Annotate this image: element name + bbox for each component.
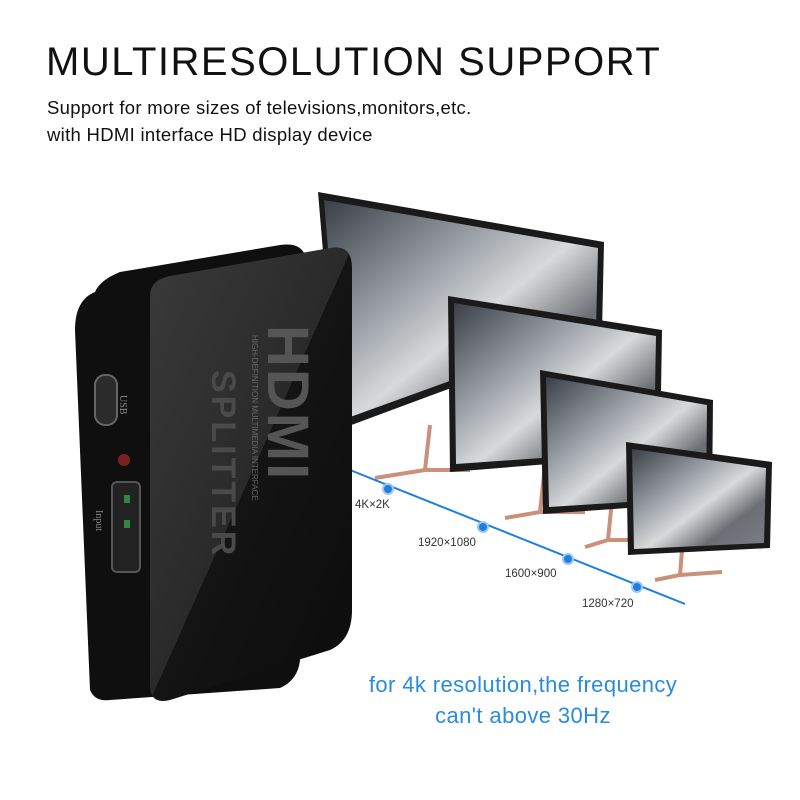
hdmi-logo: HDMI <box>255 325 320 481</box>
hdmi-splitter-device: USB Input HDMI HIGH-DEFINITION MULTIMEDI… <box>75 244 352 701</box>
frequency-note-line-1: for 4k resolution,the frequency <box>368 672 678 697</box>
frequency-note-line-2: can't above 30Hz <box>435 703 611 728</box>
usb-port <box>94 374 118 426</box>
resolution-label-4k: 4K×2K <box>355 499 390 511</box>
subtitle-line-2: with HDMI interface HD display device <box>47 124 373 145</box>
device-tagline: HIGH-DEFINITION MULTIMEDIA INTERFACE <box>250 335 259 501</box>
led-indicator <box>118 454 130 466</box>
resolution-marker-4k <box>382 483 394 495</box>
resolution-label-1080: 1920×1080 <box>418 537 476 549</box>
resolution-marker-720 <box>631 581 643 593</box>
input-port-label: Input <box>93 510 104 531</box>
resolution-line <box>344 467 686 605</box>
resolution-marker-1080 <box>477 521 489 533</box>
subtitle-line-1: Support for more sizes of televisions,mo… <box>47 97 472 118</box>
resolution-marker-900 <box>562 553 574 565</box>
monitor-720p <box>626 442 772 555</box>
page-title: MULTIRESOLUTION SUPPORT <box>46 40 662 84</box>
resolution-label-900: 1600×900 <box>505 568 557 580</box>
splitter-label: SPLITTER <box>204 370 242 558</box>
resolution-label-720: 1280×720 <box>582 598 634 610</box>
usb-port-label: USB <box>117 395 128 415</box>
